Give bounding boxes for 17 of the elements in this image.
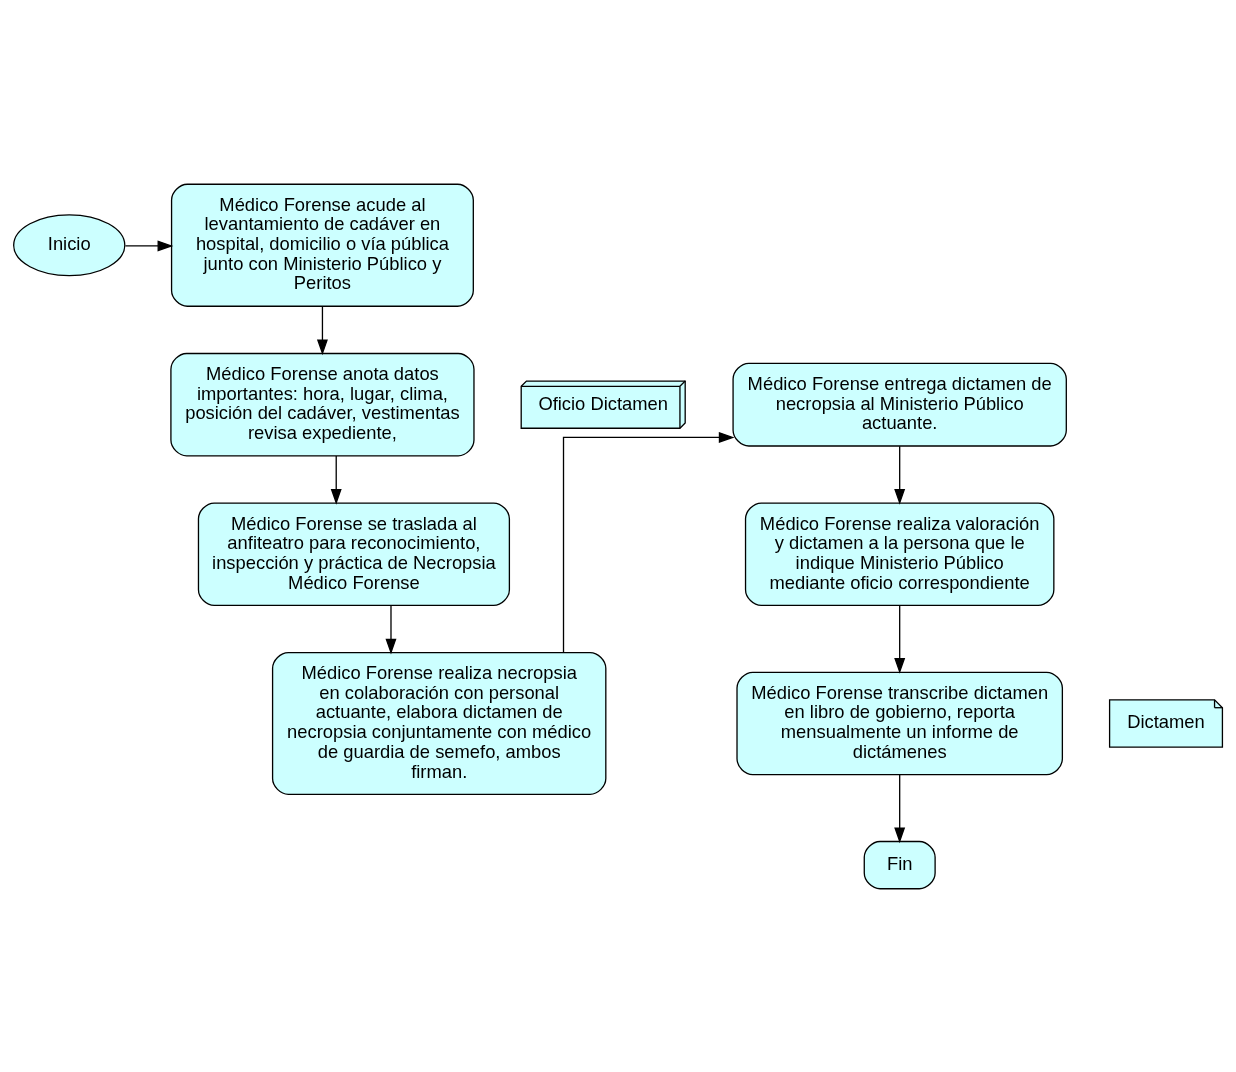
node-box: Médico Forense realiza necropsia en colaboración con personal actuante, elabora dictamen de necropsia conjuntamente con médico de guardia de semefo, ambos firman.: [271, 651, 607, 795]
arrow: [894, 604, 906, 674]
arrow: [562, 431, 735, 653]
arrow: [316, 305, 328, 355]
arrow: [894, 445, 906, 505]
node-box: Fin: [863, 840, 936, 889]
node-box: Médico Forense transcribe dictamen en libro de gobierno, reporta mensualmente un informe de dictámenes: [736, 671, 1064, 775]
arrow: [385, 604, 397, 654]
node-box: Médico Forense acude al levantamiento de cadáver en hospital, domicilio o vía pública junto con Ministerio Público y Peritos: [170, 183, 474, 307]
arrow: [124, 239, 174, 251]
node-ellipse: Inicio: [13, 213, 126, 276]
node-box: Médico Forense anota datos importantes: hora, lugar, clima, posición del cadáver, vestimentas revisa expediente,: [170, 352, 475, 456]
node-box: Médico Forense entrega dictamen de necropsia al Ministerio Público actuante.: [732, 362, 1067, 447]
arrow: [894, 773, 906, 843]
arrow: [330, 454, 342, 505]
node-box: Médico Forense se traslada al anfiteatro para reconocimiento, inspección y práctica de Necropsia Médico Forense: [197, 501, 511, 606]
node-box: Médico Forense realiza valoración y dictamen a la persona que le indique Ministerio Público mediante oficio correspondiente: [744, 501, 1055, 606]
